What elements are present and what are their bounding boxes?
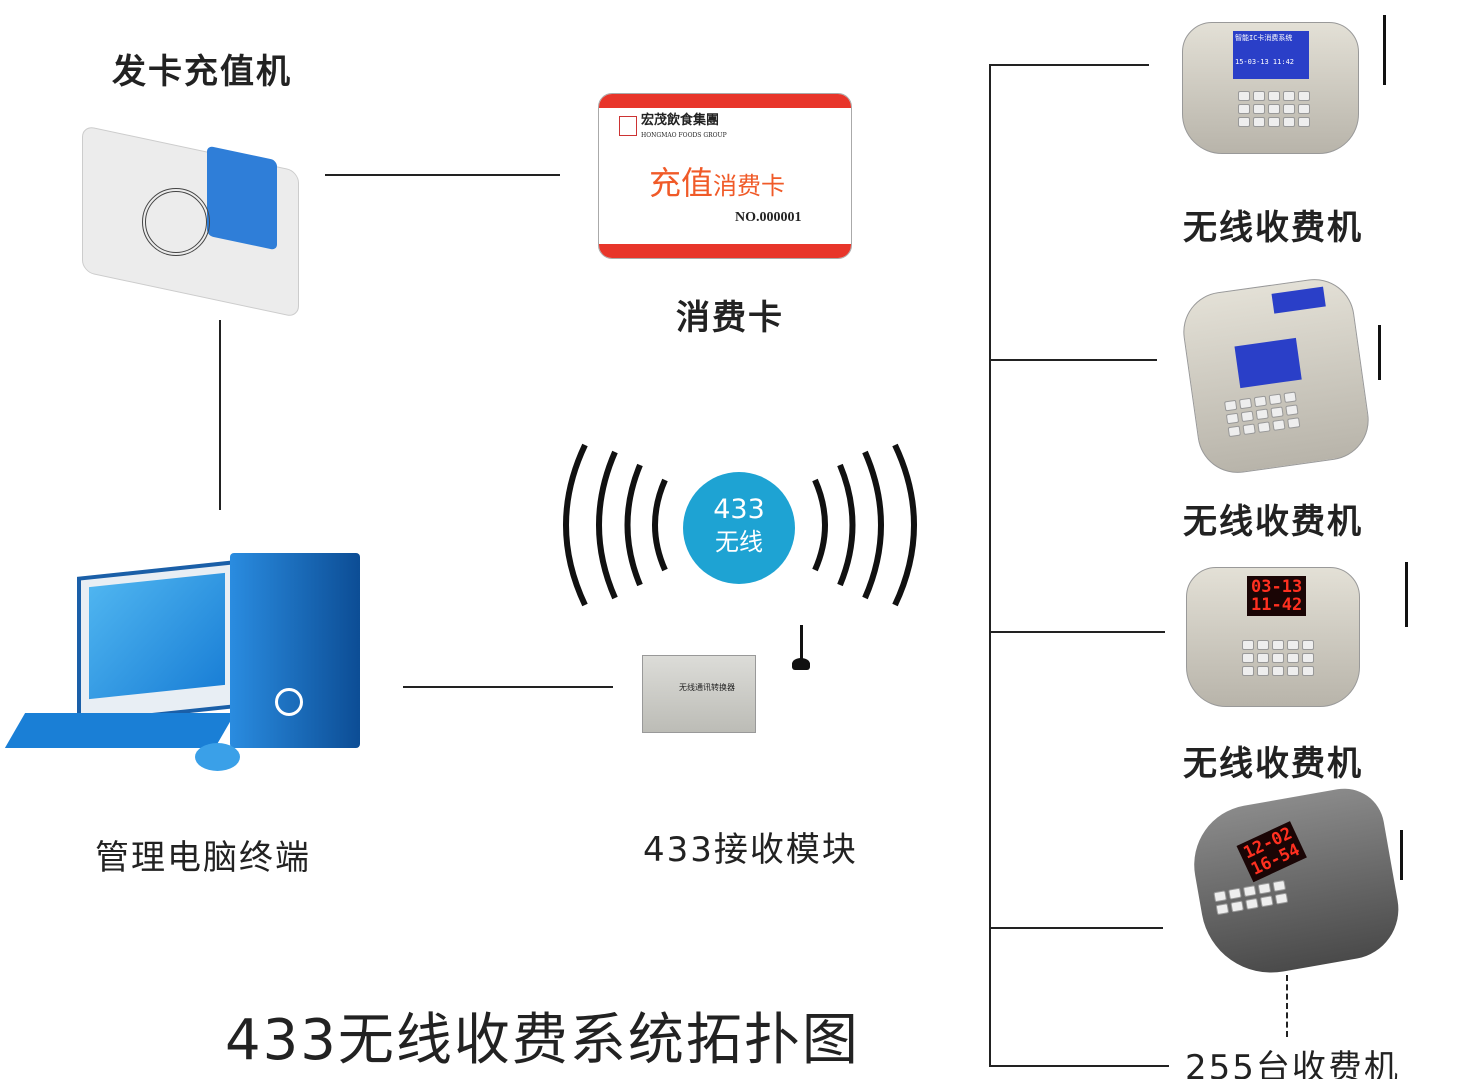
issuer-label: 发卡充值机 (112, 52, 292, 92)
antenna-icon (1400, 830, 1403, 880)
branch-3 (989, 631, 1165, 633)
terminal-3-led-time: 11-42 (1251, 595, 1303, 615)
bus-vertical (989, 65, 991, 1067)
wireless-freq: 433 (713, 494, 765, 525)
terminal-3-led-date: 03-13 (1251, 577, 1303, 597)
wireless-terminal-1: 智能IC卡消费系统 15-03-13 11:42 (1182, 22, 1359, 154)
antenna-icon (1405, 562, 1408, 627)
connector-issuer-computer (219, 320, 221, 510)
company-name-en: HONGMAO FOODS GROUP (641, 132, 727, 139)
card-number: NO.000001 (735, 210, 802, 225)
terminal-2-label: 无线收费机 (1183, 502, 1363, 542)
branch-2 (989, 359, 1157, 361)
computer-icon (4, 548, 365, 778)
terminal-1-screen-line2: 15-03-13 11:42 (1235, 58, 1295, 66)
connector-computer-receiver (403, 686, 613, 688)
diagram-title: 433无线收费系统拓扑图 (225, 1008, 860, 1073)
terminal-1-screen-line1: 智能IC卡消费系统 (1235, 34, 1293, 42)
dashed-continuation (1286, 975, 1288, 1037)
card-title-small: 消费卡 (713, 172, 786, 200)
card-label: 消费卡 (676, 298, 784, 338)
branch-5 (989, 1065, 1169, 1067)
branch-4 (989, 927, 1163, 929)
card-title-big: 充值 (649, 164, 714, 202)
antenna-icon (800, 625, 803, 670)
branch-1 (989, 64, 1149, 66)
card-issuer-device (82, 124, 299, 319)
computer-label: 管理电脑终端 (95, 838, 311, 878)
wireless-signal-icon: 433 无线 (555, 440, 925, 610)
wireless-text: 无线 (715, 528, 763, 556)
receiver-module-label: 无线通讯转换器 (679, 683, 735, 692)
terminal-total-label: 255台收费机 (1185, 1048, 1400, 1079)
wireless-433-badge: 433 无线 (683, 472, 795, 584)
wireless-terminal-3: 03-13 11-42 (1186, 567, 1360, 707)
receiver-label: 433接收模块 (643, 830, 858, 870)
consumption-card: 宏茂飲食集團 HONGMAO FOODS GROUP 充值消费卡 NO.0000… (598, 93, 852, 259)
antenna-icon (1378, 325, 1381, 380)
receiver-module: 无线通讯转换器 (642, 655, 756, 733)
terminal-3-label: 无线收费机 (1183, 744, 1363, 784)
terminal-1-label: 无线收费机 (1183, 208, 1363, 248)
company-name: 宏茂飲食集團 (641, 113, 720, 128)
wireless-terminal-2 (1178, 273, 1374, 479)
company-logo-icon (619, 116, 637, 136)
wireless-terminal-4: 12-02 16-54 (1184, 782, 1407, 984)
rfid-icon (142, 188, 210, 256)
antenna-icon (1383, 15, 1386, 85)
connector-issuer-card (325, 174, 560, 176)
